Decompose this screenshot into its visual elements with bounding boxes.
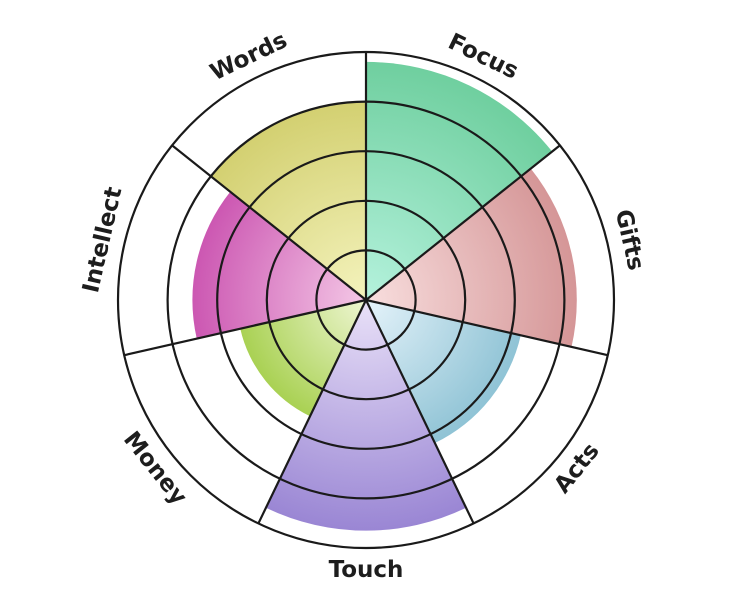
segment-gifts	[366, 168, 577, 347]
segment-touch	[265, 300, 467, 531]
label-gifts: Gifts	[610, 207, 649, 273]
label-focus: Focus	[444, 29, 522, 85]
spoke-5	[123, 298, 367, 357]
spoke-3	[365, 299, 475, 524]
label-acts: Acts	[549, 438, 604, 498]
segment-acts	[366, 300, 521, 444]
spoke-1	[365, 144, 561, 301]
spoke-4	[257, 299, 367, 524]
segment-words	[210, 101, 366, 300]
spoke-6	[171, 144, 367, 301]
label-touch: Touch	[329, 557, 404, 583]
segment-focus	[366, 61, 553, 300]
label-money: Money	[118, 427, 192, 510]
label-words: Words	[206, 27, 291, 86]
grid	[116, 50, 616, 550]
spoke-2	[365, 298, 609, 357]
